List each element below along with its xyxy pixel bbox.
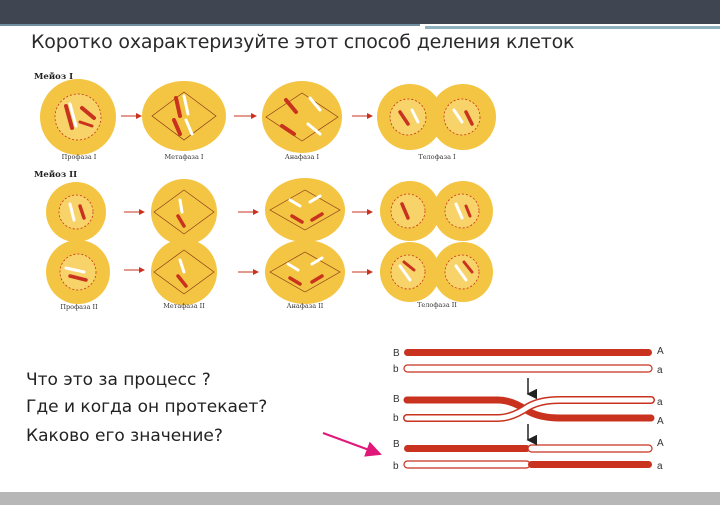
anaphase1-cell: [262, 81, 342, 153]
meiosis1-header: Мейоз I: [34, 71, 73, 82]
metaphase1-cell: [142, 81, 226, 151]
stage-label-prophase1: Профаза I: [62, 153, 97, 161]
telophase2-cell-top: [380, 181, 493, 241]
bottom-bar: [0, 492, 720, 505]
stage-label-anaphase1: Анафаза I: [285, 153, 320, 161]
allele-label: B: [393, 439, 400, 450]
question-3: Каково его значение?: [26, 426, 223, 446]
stage-label-prophase2: Профаза II: [60, 303, 98, 311]
top-accent-stripe-right: [425, 26, 720, 29]
metaphase2-cell-bottom: [151, 239, 217, 305]
top-banner: [0, 0, 720, 24]
anaphase2-cell-top: [265, 178, 345, 242]
stage-label-telophase1: Телофаза I: [418, 153, 456, 161]
prophase1-cell: [40, 79, 116, 155]
stage-label-anaphase2: Анафаза II: [287, 302, 324, 310]
stage-label-metaphase1: Метафаза I: [165, 153, 204, 161]
prophase2-cell-top: [46, 182, 106, 242]
allele-label: B: [393, 348, 400, 359]
stage-label-metaphase2: Метафаза II: [163, 302, 205, 310]
prophase2-cell-bottom: [46, 240, 110, 304]
allele-label: a: [657, 365, 663, 376]
meiosis2-header: Мейоз II: [34, 169, 77, 180]
metaphase2-cell-top: [151, 179, 217, 245]
allele-label: a: [657, 461, 663, 472]
allele-label: b: [393, 413, 399, 424]
top-accent-stripe: [0, 24, 420, 26]
stage-label-telophase2: Телофаза II: [417, 301, 457, 309]
pointer-arrow-icon: [322, 432, 382, 457]
slide-title: Коротко охарактеризуйте этот способ деле…: [31, 31, 575, 53]
allele-label: a: [657, 397, 663, 408]
crossing-over-diagram: [403, 349, 655, 469]
anaphase2-cell-bottom: [265, 240, 345, 304]
allele-label: A: [657, 346, 664, 357]
allele-label: A: [657, 438, 664, 449]
telophase1-cell: [377, 84, 496, 150]
allele-label: B: [393, 394, 400, 405]
question-2: Где и когда он протекает?: [26, 397, 268, 417]
telophase2-cell-bottom: [380, 242, 493, 302]
allele-label: b: [393, 364, 399, 375]
allele-label: b: [393, 461, 399, 472]
question-1: Что это за процесс ?: [26, 370, 211, 390]
allele-label: A: [657, 416, 664, 427]
